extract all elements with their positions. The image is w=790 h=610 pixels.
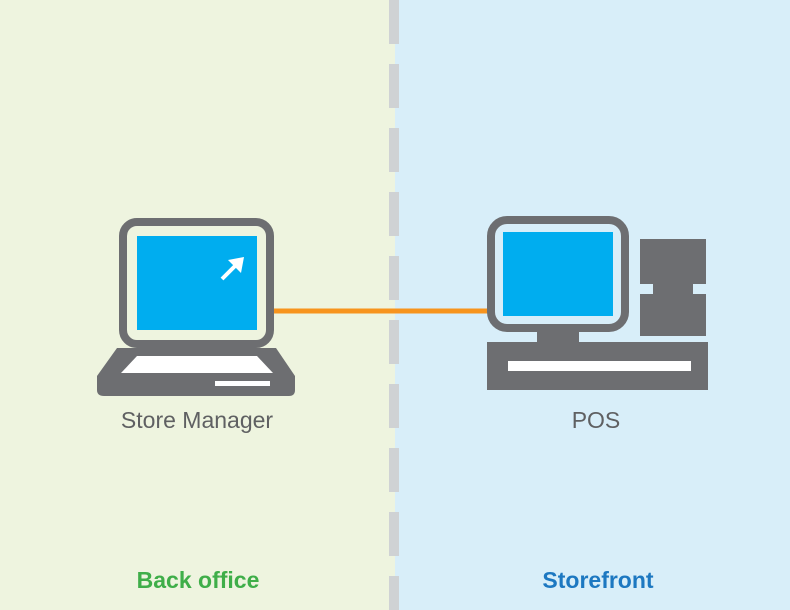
store-manager-label: Store Manager bbox=[120, 407, 274, 433]
laptop-icon bbox=[97, 218, 295, 396]
zone-divider bbox=[389, 0, 399, 610]
pos-label: POS bbox=[571, 407, 621, 433]
receipt-printer-icon bbox=[640, 239, 706, 336]
pos-terminal-icon bbox=[487, 216, 708, 390]
back-office-label: Back office bbox=[136, 567, 260, 593]
storefront-label: Storefront bbox=[542, 567, 654, 593]
cursor-arrow-icon bbox=[220, 257, 244, 281]
